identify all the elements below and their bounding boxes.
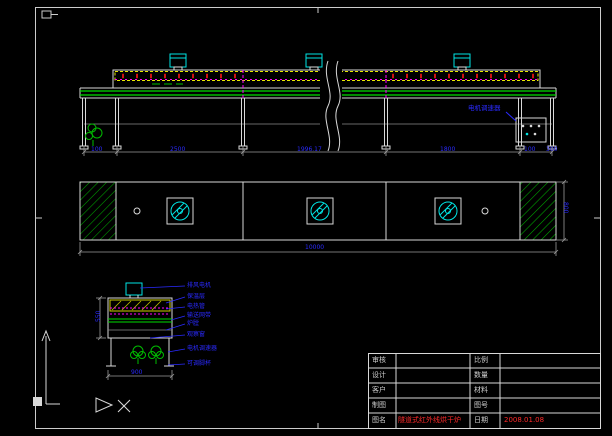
border-marker-square (33, 397, 42, 406)
part-label-2: 电热管 (187, 303, 206, 310)
exhaust-fan-box-left (169, 53, 187, 71)
controller-label: 电机调速器 (468, 104, 501, 112)
part-label-1: 保温层 (187, 293, 206, 300)
plant-decoration-section (130, 345, 164, 364)
titleblock-label-shenhe: 审核 (372, 356, 386, 364)
front-dimension-lines (81, 146, 555, 156)
section-height-dim: 550 (95, 310, 102, 322)
plan-length-dim: 10000 (305, 244, 325, 251)
part-label-4: 炉膛 (187, 320, 200, 327)
plan-width-dimension (556, 179, 568, 243)
front-dim-1: 2500 (170, 146, 186, 153)
front-dim-2: 1996.17 (297, 146, 322, 153)
titleblock-label-cailiao: 材料 (474, 386, 488, 394)
fan-unit-3 (434, 197, 462, 225)
hole-mark-right (481, 207, 489, 215)
part-label-0: 排风电机 (187, 282, 212, 289)
speed-controller-box (505, 111, 547, 143)
plan-view (77, 179, 568, 256)
titleblock-label-bili: 比例 (474, 356, 488, 364)
front-dim-4: 100 (524, 146, 536, 153)
titleblock-value-drawing-name: 隧道式红外线烘干炉 (398, 416, 461, 424)
front-dim-5: 300 (546, 146, 558, 153)
flow-arrow-icon (95, 397, 114, 413)
part-label-5: 观察窗 (187, 331, 206, 338)
titleblock-label-shuliang: 数量 (474, 371, 488, 379)
titleblock-label-tuhao: 图号 (474, 401, 488, 409)
exhaust-fan-box-right (453, 53, 471, 71)
front-elevation-view (79, 53, 557, 156)
section-view (96, 282, 186, 380)
break-lines (320, 60, 342, 152)
exhaust-fan-box-middle (305, 53, 323, 71)
ucs-axis-icon (41, 329, 60, 405)
front-dim-3: 1800 (440, 146, 456, 153)
section-height-dimension (96, 295, 106, 341)
part-label-7: 可调脚杯 (187, 360, 212, 367)
titleblock-label-tuming: 图名 (372, 416, 386, 424)
hatched-end-left (79, 181, 117, 241)
machine-legs (79, 98, 557, 150)
plan-length-dimension (77, 242, 559, 256)
titleblock-label-zhitu: 制图 (372, 401, 386, 409)
part-label-leaders (139, 285, 186, 366)
drawing-frame (35, 7, 601, 429)
hatched-end-right (519, 181, 557, 241)
plan-width-dim: 800 (562, 202, 569, 214)
titleblock-label-sheji: 设计 (372, 371, 386, 379)
section-width-dim: 900 (131, 369, 143, 376)
part-label-6: 电机调速器 (187, 345, 218, 352)
title-block-grid (368, 353, 601, 429)
corner-mark (41, 10, 52, 19)
fan-unit-2 (306, 197, 334, 225)
part-label-3: 输送网带 (187, 312, 212, 319)
cross-mark-icon (117, 399, 131, 413)
titleblock-label-riqi: 日期 (474, 416, 488, 424)
section-width-dimension (105, 370, 175, 380)
fan-unit-1 (166, 197, 194, 225)
plant-decoration (85, 123, 103, 146)
hole-mark-left (133, 207, 141, 215)
front-dim-0: 100 (91, 146, 103, 153)
section-fan-box (125, 282, 143, 296)
titleblock-value-date: 2008.01.08 (504, 416, 545, 424)
conveyor-belt (80, 90, 556, 96)
titleblock-label-kehu: 客户 (372, 386, 386, 394)
